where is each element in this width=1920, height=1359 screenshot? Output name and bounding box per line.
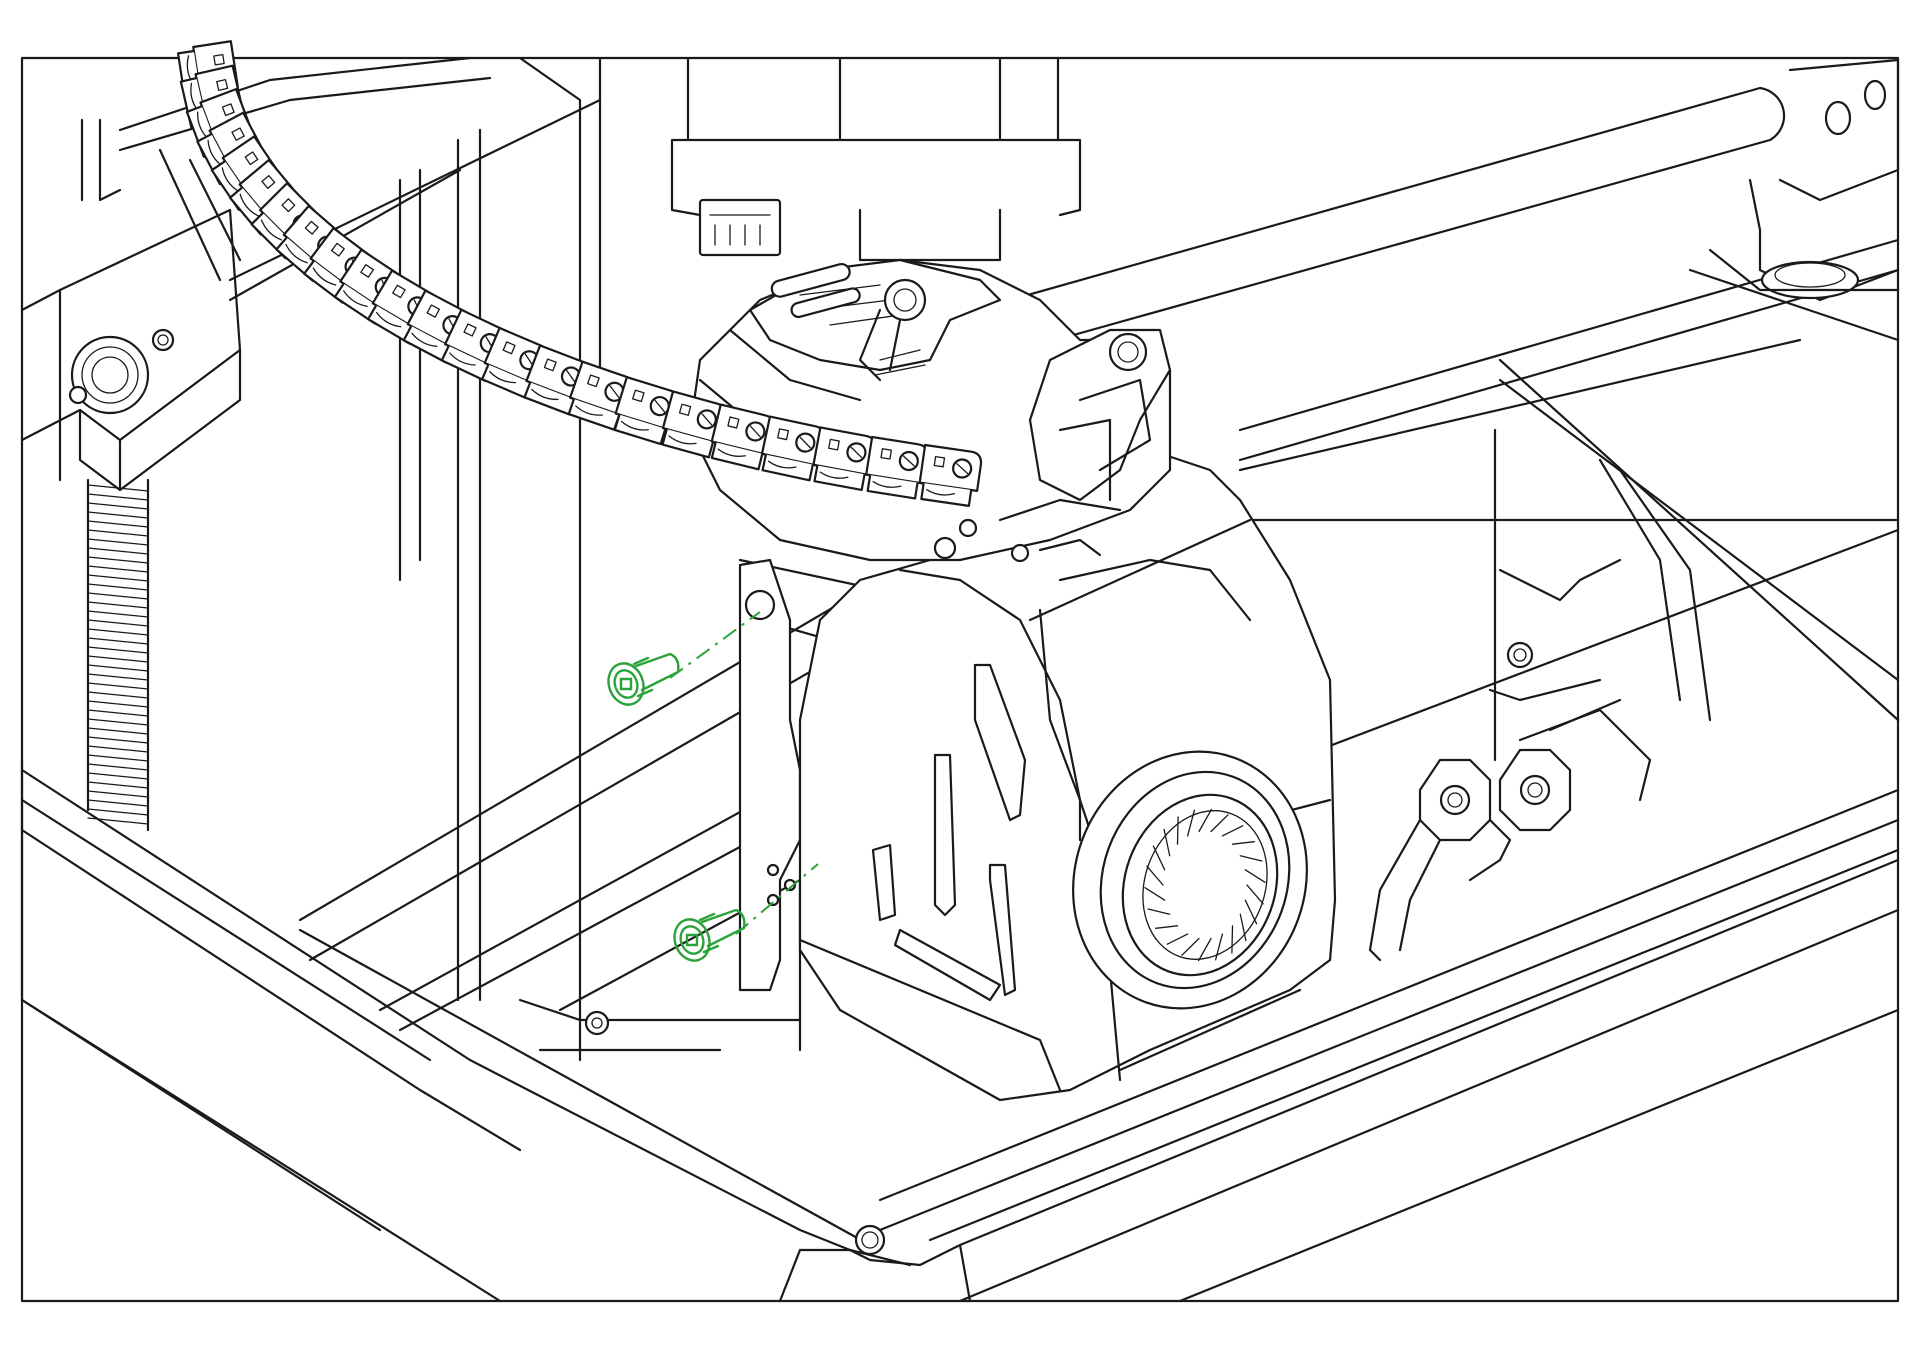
extruder-top xyxy=(688,258,1172,563)
fan-shroud xyxy=(1072,750,1308,1010)
hinge-bracket xyxy=(1368,678,1652,962)
top-right-rod xyxy=(1008,58,1900,472)
chain-link xyxy=(918,443,983,507)
screw-lower xyxy=(673,863,819,962)
left-z-frame xyxy=(20,56,492,832)
chain-link xyxy=(710,403,776,471)
screw-upper xyxy=(607,611,761,706)
chain-link xyxy=(613,376,681,446)
lead-screw xyxy=(86,478,150,832)
enclosure-frame xyxy=(20,238,1900,1303)
cable-drag-chain xyxy=(176,40,983,507)
chain-link xyxy=(812,426,877,492)
chain-link xyxy=(865,435,929,500)
stepper-motor xyxy=(670,56,1082,262)
toolhead-body xyxy=(798,448,1337,1102)
